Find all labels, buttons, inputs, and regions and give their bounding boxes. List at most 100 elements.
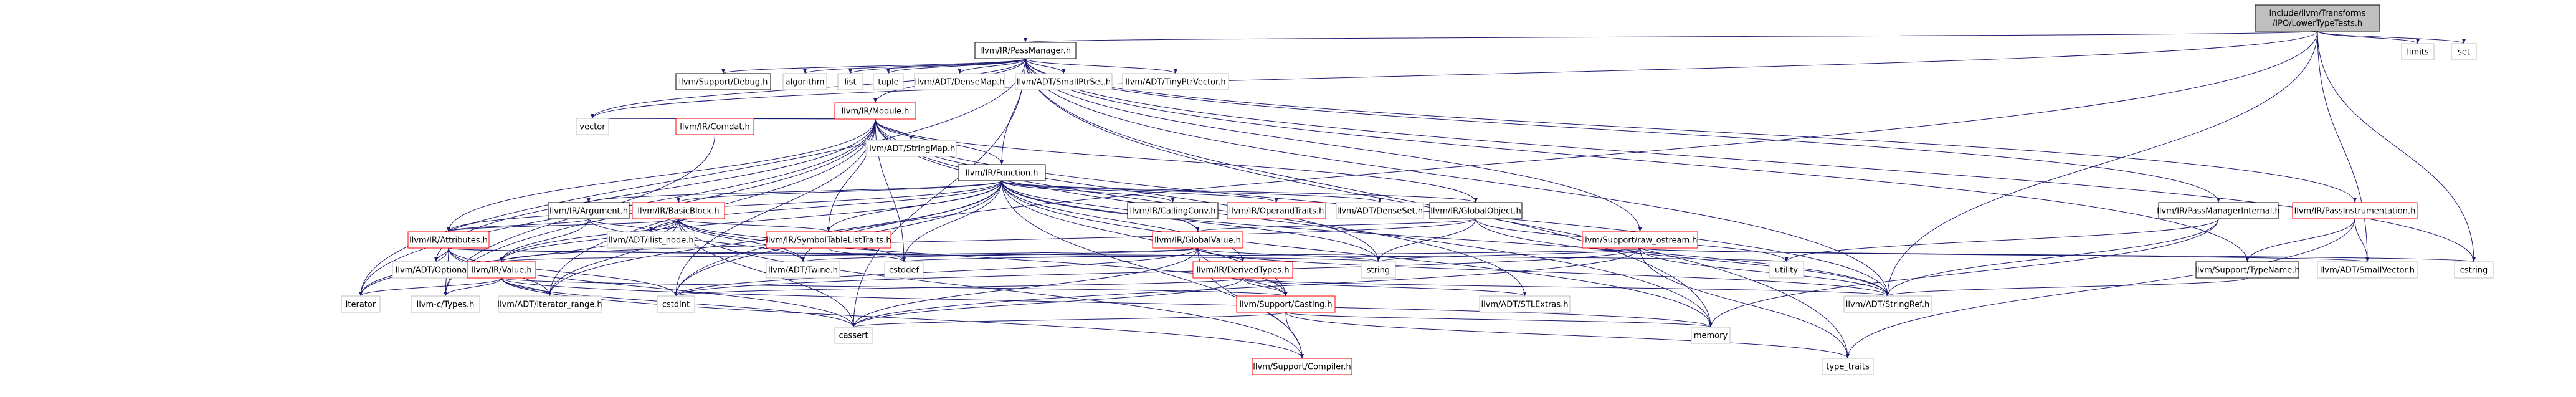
node-globalobject[interactable]: llvm/IR/GlobalObject.h [1429, 202, 1523, 219]
node-label-attributes: llvm/IR/Attributes.h [409, 236, 488, 246]
node-comdat[interactable]: llvm/IR/Comdat.h [675, 118, 754, 135]
dependency-edge-basicblock-to-value [500, 218, 679, 262]
node-box-string [1361, 261, 1396, 279]
node-label-module: llvm/IR/Module.h [842, 107, 910, 117]
node-label-ctypes: llvm-c/Types.h [417, 300, 475, 310]
node-debug[interactable]: llvm/Support/Debug.h [675, 73, 771, 90]
dependency-edge-globalvalue-to-cstdint [674, 247, 1198, 297]
node-pmi[interactable]: llvm/IR/PassManagerInternal.h [2157, 202, 2280, 219]
dependency-edge-pmi-to-utility [1784, 218, 2219, 262]
dependency-edge-derivedtypes-to-casting [1242, 277, 1288, 297]
node-label-debug: llvm/Support/Debug.h [679, 78, 768, 87]
node-label-vector: vector [579, 123, 606, 132]
node-stlextras: llvm/ADT/STLExtras.h [1479, 295, 1571, 313]
dependency-edge-function-to-globalvalue [1001, 180, 1200, 232]
dependency-edge-passinstr-to-typetraits [1846, 218, 2355, 359]
node-rawostream[interactable]: llvm/Support/raw_ostream.h [1582, 231, 1698, 249]
dependency-edge-globalobject-to-stringref [1475, 218, 1889, 297]
dependency-edge-rawostream-to-stringref [1640, 247, 1889, 297]
node-passmanager[interactable]: llvm/IR/PassManager.h [974, 42, 1077, 59]
node-memory: memory [1691, 327, 1731, 344]
node-box-symtab [766, 231, 891, 249]
dependency-edge-value-to-memory [501, 277, 1713, 328]
dependency-edge-passinstr-to-typename [2245, 218, 2355, 262]
dependency-edge-pmi-to-memory [1709, 218, 2219, 328]
node-label-algorithm: algorithm [786, 78, 825, 87]
dependency-edge-derivedtypes-to-stlextras [1242, 277, 1527, 297]
dependency-edge-root-to-cstring [2317, 31, 2476, 262]
node-box-tinyptrvector [1122, 73, 1229, 90]
dependency-edge-argument-to-value [500, 218, 589, 262]
node-box-derivedtypes [1192, 261, 1293, 279]
node-typetraits: type_traits [1822, 358, 1874, 375]
node-smallvector: llvm/ADT/SmallVector.h [2317, 261, 2418, 279]
dependency-edge-rawostream-to-typetraits [1640, 247, 1850, 359]
dependency-edge-rawostream-to-string [1376, 247, 1640, 262]
dependency-edge-attributes-to-utility [448, 247, 1787, 262]
node-ilistnode: llvm/ADT/ilist_node.h [607, 231, 695, 249]
dependency-edge-root-to-vector [591, 31, 2318, 119]
dependency-edge-function-to-globalobject [1001, 180, 1478, 203]
node-label-typetraits: type_traits [1826, 363, 1870, 372]
node-set: set [2451, 43, 2477, 60]
node-label-ilistnode: llvm/ADT/ilist_node.h [608, 236, 693, 246]
node-label-callingconv: llvm/IR/CallingConv.h [1130, 207, 1216, 216]
dependency-edge-passmanager-to-cstring [1025, 58, 2476, 262]
dependency-edge-passmanager-to-tinyptrvector [1025, 58, 1177, 74]
node-operandtraits[interactable]: llvm/IR/OperandTraits.h [1227, 202, 1326, 219]
node-box-memory [1691, 327, 1731, 344]
node-function[interactable]: llvm/IR/Function.h [958, 164, 1046, 181]
dependency-edge-globalobject-to-globalvalue [1196, 218, 1476, 232]
dependency-edge-globalvalue-to-cassert [852, 247, 1198, 328]
node-label-passinstr: llvm/IR/PassInstrumentation.h [2294, 207, 2416, 216]
dependency-edge-globalvalue-to-value [500, 247, 1198, 262]
node-label-operandtraits: llvm/IR/OperandTraits.h [1229, 207, 1324, 216]
node-compiler[interactable]: llvm/Support/Compiler.h [1252, 358, 1352, 375]
node-label-root: include/llvm/Transforms [2269, 9, 2366, 19]
dependency-edge-passmanager-to-algorithm [803, 58, 1026, 74]
node-box-ctypes [411, 295, 480, 313]
dependency-edge-casting-to-compiler [1285, 312, 1304, 359]
node-label-function: llvm/IR/Function.h [966, 169, 1038, 178]
dependency-edge-module-to-symtab [827, 118, 876, 232]
node-label-iterrange: llvm/ADT/iterator_range.h [497, 300, 602, 310]
node-globalvalue[interactable]: llvm/IR/GlobalValue.h [1152, 231, 1243, 249]
node-label-twine: llvm/ADT/Twine.h [768, 266, 838, 275]
node-box-passmanager [974, 42, 1077, 59]
node-typename[interactable]: llvm/Support/TypeName.h [2195, 261, 2300, 279]
node-box-typename [2195, 261, 2299, 279]
dependency-edge-basicblock-to-attributes [447, 218, 679, 232]
node-string: string [1361, 261, 1396, 279]
node-iterrange: llvm/ADT/iterator_range.h [497, 295, 602, 313]
dependency-edge-basicblock-to-twine [678, 218, 805, 262]
node-box-optional [392, 261, 480, 279]
node-attributes[interactable]: llvm/IR/Attributes.h [407, 231, 490, 249]
dependency-edge-root-to-smallvector [2317, 31, 2369, 262]
dependency-edge-passmanager-to-list [848, 58, 1026, 74]
node-label-passmanager: llvm/IR/PassManager.h [980, 47, 1071, 56]
node-label-pmi: llvm/IR/PassManagerInternal.h [2157, 207, 2279, 216]
node-root[interactable]: include/llvm/Transforms/IPO/LowerTypeTes… [2255, 4, 2380, 32]
node-argument[interactable]: llvm/IR/Argument.h [548, 202, 630, 219]
node-value[interactable]: llvm/IR/Value.h [467, 261, 536, 279]
node-passinstr[interactable]: llvm/IR/PassInstrumentation.h [2292, 202, 2418, 219]
node-box-value [467, 261, 536, 279]
node-casting[interactable]: llvm/Support/Casting.h [1236, 295, 1336, 313]
node-symtab[interactable]: llvm/IR/SymbolTableListTraits.h [766, 231, 891, 249]
node-module[interactable]: llvm/IR/Module.h [834, 102, 916, 120]
node-box-function [958, 164, 1046, 181]
node-densemap: llvm/ADT/DenseMap.h [914, 73, 1005, 90]
node-box-typetraits [1822, 358, 1874, 375]
dependency-edge-function-to-value [500, 180, 1002, 262]
dependency-edge-attributes-to-cassert [448, 247, 855, 328]
node-basicblock[interactable]: llvm/IR/BasicBlock.h [632, 202, 725, 219]
dependency-edge-rawostream-to-cstddef [902, 247, 1640, 262]
node-label-tinyptrvector: llvm/ADT/TinyPtrVector.h [1125, 78, 1225, 87]
dependency-edge-rawostream-to-cstdint [674, 247, 1640, 297]
node-callingconv[interactable]: llvm/IR/CallingConv.h [1127, 202, 1219, 219]
dependency-edge-function-to-twine [801, 180, 1002, 262]
node-label-compiler: llvm/Support/Compiler.h [1253, 363, 1351, 372]
node-derivedtypes[interactable]: llvm/IR/DerivedTypes.h [1192, 261, 1293, 279]
node-label-cstdint: cstdint [662, 300, 690, 310]
